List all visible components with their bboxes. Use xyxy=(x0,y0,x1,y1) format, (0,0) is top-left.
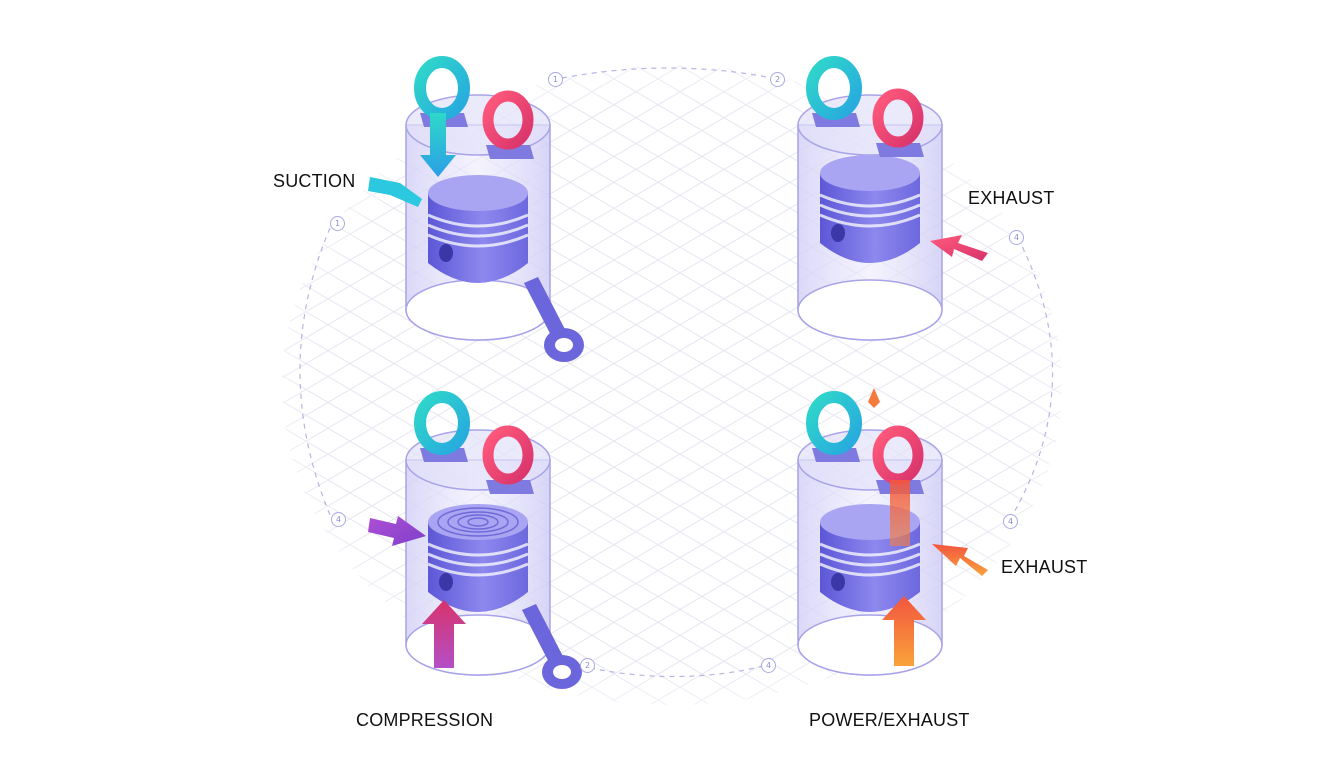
grid-line xyxy=(1076,40,1344,730)
piston xyxy=(426,173,530,285)
grid-line xyxy=(0,40,108,730)
cycle-ring xyxy=(299,67,1054,678)
exhaust-bottom-label: EXHAUST xyxy=(1001,557,1088,577)
grid-line xyxy=(1120,40,1344,730)
grid-line xyxy=(1164,40,1344,730)
suction-arrow-side xyxy=(368,177,422,207)
grid-line xyxy=(1208,40,1344,730)
exhaust-flow-bar xyxy=(890,480,910,546)
power-exhaust-label: POWER/EXHAUST xyxy=(809,710,970,730)
power-cylinder xyxy=(797,388,988,676)
step-marker: 1 xyxy=(548,72,563,87)
step-marker: 4 xyxy=(1009,230,1024,245)
grid-line xyxy=(1296,40,1344,730)
grid-line xyxy=(0,40,196,730)
exhaust-cylinder xyxy=(797,62,988,341)
step-marker: 4 xyxy=(761,658,776,673)
piston xyxy=(426,502,530,614)
grid-line xyxy=(1340,40,1344,730)
grid-line xyxy=(0,40,64,730)
suction-arrow-down xyxy=(420,113,456,177)
step-marker: 1 xyxy=(330,216,345,231)
compression-arrow-up xyxy=(422,600,466,668)
power-arrow-up xyxy=(882,596,926,666)
compression-arrow-side xyxy=(368,516,426,546)
grid-line xyxy=(0,40,240,730)
exhaust-top-label: EXHAUST xyxy=(968,188,1055,208)
exhaust-arrow xyxy=(930,235,988,261)
suction-cylinder xyxy=(368,62,584,362)
exhaust-arrow-side xyxy=(932,544,988,576)
step-marker: 4 xyxy=(1003,514,1018,529)
piston xyxy=(818,153,922,265)
compression-swirl-icon xyxy=(437,507,519,537)
grid-line xyxy=(1252,40,1344,730)
grid-line xyxy=(0,40,20,730)
step-marker: 2 xyxy=(770,72,785,87)
grid-line xyxy=(0,40,152,730)
spark-icon xyxy=(868,388,880,408)
compression-label: COMPRESSION xyxy=(356,710,494,730)
suction-label: SUCTION xyxy=(273,171,356,191)
compression-cylinder xyxy=(368,397,582,689)
step-marker: 4 xyxy=(331,512,346,527)
step-marker: 2 xyxy=(580,658,595,673)
